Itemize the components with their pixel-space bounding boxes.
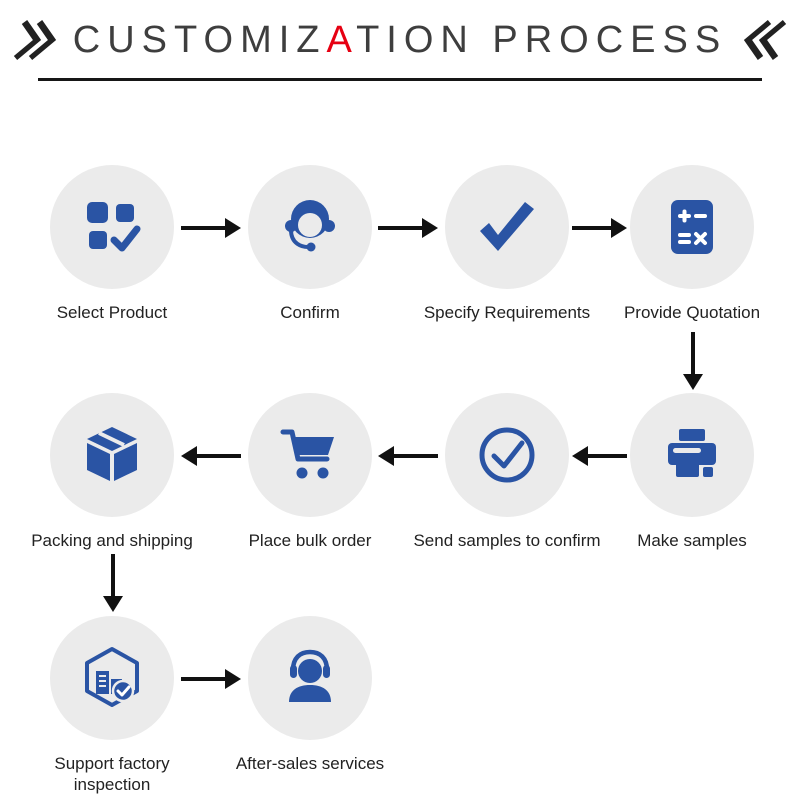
step-label: Select Product	[56, 303, 168, 322]
step-specify-requirements: Specify Requirements	[407, 165, 607, 323]
arrow-inspection-to-after-sales	[181, 669, 241, 689]
step-circle	[630, 393, 754, 517]
step-provide-quotation: Provide Quotation	[592, 165, 792, 323]
step-label: Place bulk order	[248, 531, 372, 550]
support-agent-icon	[285, 200, 335, 252]
step-select-product: Select Product	[12, 165, 212, 323]
step-circle	[50, 393, 174, 517]
step-confirm: Confirm	[210, 165, 410, 323]
step-circle	[445, 393, 569, 517]
arrow-specify-to-quotation	[572, 218, 627, 238]
step-label: Make samples	[637, 531, 747, 550]
step-send-samples-to-confirm: Send samples to confirm	[407, 393, 607, 551]
arrow-samples-to-confirm-samples	[572, 446, 627, 466]
circle-check-icon	[479, 427, 535, 483]
step-label: Provide Quotation	[623, 303, 761, 322]
arrow-confirm-samples-to-bulk-order	[378, 446, 438, 466]
step-label: Support factory inspection	[54, 754, 170, 795]
step-make-samples: Make samples	[592, 393, 792, 551]
title-underline	[38, 78, 762, 81]
headset-person-icon	[289, 649, 331, 702]
step-label: After-sales services	[235, 754, 385, 773]
title-accent-letter: A	[326, 18, 357, 61]
title-part2: TION PROCESS	[356, 18, 728, 61]
step-after-sales-services: After-sales services	[210, 616, 410, 774]
shopping-cart-icon	[280, 429, 334, 479]
step-packing-and-shipping: Packing and shipping	[12, 393, 212, 551]
step-label: Specify Requirements	[423, 303, 591, 322]
step-place-bulk-order: Place bulk order	[210, 393, 410, 551]
title-part1: CUSTOMIZ	[72, 18, 327, 61]
arrow-bulk-order-to-packing	[181, 446, 241, 466]
arrow-quotation-to-samples	[683, 332, 703, 390]
arrow-packing-to-inspection	[103, 554, 123, 612]
arrow-confirm-to-specify	[378, 218, 438, 238]
step-circle	[50, 165, 174, 289]
step-label: Send samples to confirm	[413, 531, 601, 550]
printer-icon	[668, 429, 716, 477]
step-circle	[630, 165, 754, 289]
page-title-bar: CUSTOMIZATION PROCESS	[0, 8, 800, 72]
step-circle	[248, 165, 372, 289]
step-circle	[248, 393, 372, 517]
package-box-icon	[87, 427, 137, 481]
factory-inspection-icon	[85, 647, 139, 707]
checkmark-icon	[480, 202, 534, 251]
step-label: Packing and shipping	[31, 531, 193, 550]
step-circle	[50, 616, 174, 740]
arrow-select-to-confirm	[181, 218, 241, 238]
double-chevron-right-icon	[13, 19, 56, 61]
step-circle	[248, 616, 372, 740]
page-title: CUSTOMIZATION PROCESS	[73, 19, 727, 62]
step-circle	[445, 165, 569, 289]
step-label: Confirm	[280, 303, 340, 322]
product-grid-check-icon	[87, 202, 141, 252]
double-chevron-left-icon	[744, 19, 787, 61]
step-support-factory-inspection: Support factory inspection	[12, 616, 212, 796]
calculator-icon	[671, 200, 713, 254]
